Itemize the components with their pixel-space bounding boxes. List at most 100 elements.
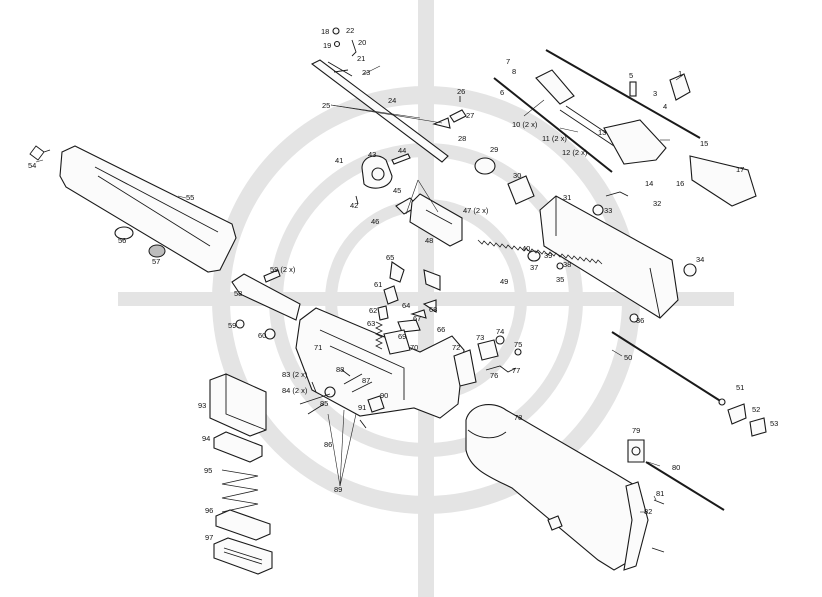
part-86-87 — [343, 373, 373, 393]
label-38: 38 — [563, 260, 571, 269]
part-60 — [264, 328, 276, 340]
label-78: 78 — [514, 413, 522, 422]
label-34: 34 — [696, 255, 704, 264]
label-27: 27 — [466, 111, 474, 120]
label-14: 14 — [645, 179, 653, 188]
label-72: 72 — [452, 343, 460, 352]
part-74 — [495, 335, 505, 345]
label-40: 40 — [522, 244, 530, 253]
barrel-part — [310, 59, 449, 163]
label-88: 88 — [336, 365, 344, 374]
label-84: 84 (2 x) — [282, 386, 308, 395]
label-54a: 54 — [28, 161, 36, 170]
washer-79-hole — [631, 446, 641, 456]
label-45: 45 — [393, 186, 401, 195]
label-58: 58 — [234, 289, 242, 298]
label-4: 4 — [663, 102, 667, 111]
spring-20-21 — [351, 39, 357, 57]
screw-81a — [653, 499, 665, 505]
sleeve-30-part — [507, 175, 535, 205]
receiver-cap-hole — [371, 167, 385, 181]
label-42: 42 — [350, 201, 358, 210]
pin-18 — [332, 27, 340, 35]
pin-19 — [333, 40, 341, 48]
part-1 — [669, 73, 691, 101]
barrel-sight-23 — [327, 61, 353, 77]
stock-78-grip — [467, 429, 507, 439]
label-5: 5 — [629, 71, 633, 80]
label-37: 37 — [530, 263, 538, 272]
label-25: 25 — [322, 101, 330, 110]
label-17: 17 — [736, 165, 744, 174]
label-13: 13 — [598, 128, 606, 137]
forend-part — [59, 145, 237, 273]
label-95: 95 — [204, 466, 212, 475]
label-66: 66 — [437, 325, 445, 334]
screw-59-2x — [263, 269, 281, 283]
label-15: 15 — [700, 139, 708, 148]
label-56: 56 — [118, 236, 126, 245]
part-90-91 — [367, 395, 385, 413]
label-11: 11 (2 x) — [542, 134, 567, 143]
label-43: 43 — [368, 150, 376, 159]
part-67 — [410, 309, 427, 319]
rod-6 — [493, 77, 613, 173]
label-51: 51 — [736, 383, 744, 392]
label-97: 97 — [205, 533, 213, 542]
magazine-93-edge — [225, 374, 267, 431]
handguard-17-part — [689, 155, 757, 207]
label-77: 77 — [512, 366, 520, 375]
label-69: 69 — [398, 332, 406, 341]
block-47-part — [409, 193, 463, 247]
rod-80 — [645, 461, 725, 511]
swivel-54b-part — [547, 515, 563, 531]
floorplate-97-ribs — [223, 547, 263, 565]
spring-95 — [221, 469, 259, 513]
label-87: 87 — [362, 376, 370, 385]
label-32: 32 — [653, 199, 661, 208]
rod-50-end — [718, 398, 726, 406]
part-88-89 — [341, 369, 367, 429]
label-21: 21 — [357, 54, 365, 63]
rod-50 — [611, 331, 723, 403]
pin-44 — [391, 153, 411, 165]
label-85: 85 — [320, 399, 328, 408]
label-91: 91 — [358, 403, 366, 412]
label-70: 70 — [410, 343, 418, 352]
part-65 — [389, 261, 405, 283]
label-3: 3 — [653, 89, 657, 98]
label-12: 12 (2 x) — [562, 148, 588, 157]
nut-33 — [592, 204, 604, 216]
label-55: 55 — [186, 193, 194, 202]
part-76-77 — [485, 365, 517, 373]
label-80: 80 — [672, 463, 680, 472]
part-52 — [727, 403, 747, 425]
part-5 — [629, 81, 637, 97]
stock-78-part — [465, 404, 641, 571]
part-13-14 — [603, 119, 667, 165]
label-44: 44 — [398, 146, 406, 155]
label-73: 73 — [476, 333, 484, 342]
label-24: 24 — [388, 96, 396, 105]
label-86: 86 — [324, 440, 332, 449]
label-46: 46 — [371, 217, 379, 226]
pin-42 — [355, 195, 359, 205]
cap-57-part — [148, 244, 166, 258]
part-61 — [383, 285, 399, 305]
label-18: 18 — [321, 27, 329, 36]
label-59: 59 — [228, 321, 236, 330]
label-89: 89 — [334, 485, 342, 494]
label-93: 93 — [198, 401, 206, 410]
spring-63 — [375, 321, 383, 350]
label-47: 47 (2 x) — [463, 206, 489, 215]
label-53: 53 — [770, 419, 778, 428]
label-96: 96 — [205, 506, 213, 515]
follower-94-part — [213, 431, 263, 463]
label-67: 67 — [413, 314, 421, 323]
part-73 — [477, 339, 499, 361]
cap-56-part — [114, 226, 134, 240]
label-30: 30 — [513, 171, 521, 180]
label-62: 62 — [369, 306, 377, 315]
